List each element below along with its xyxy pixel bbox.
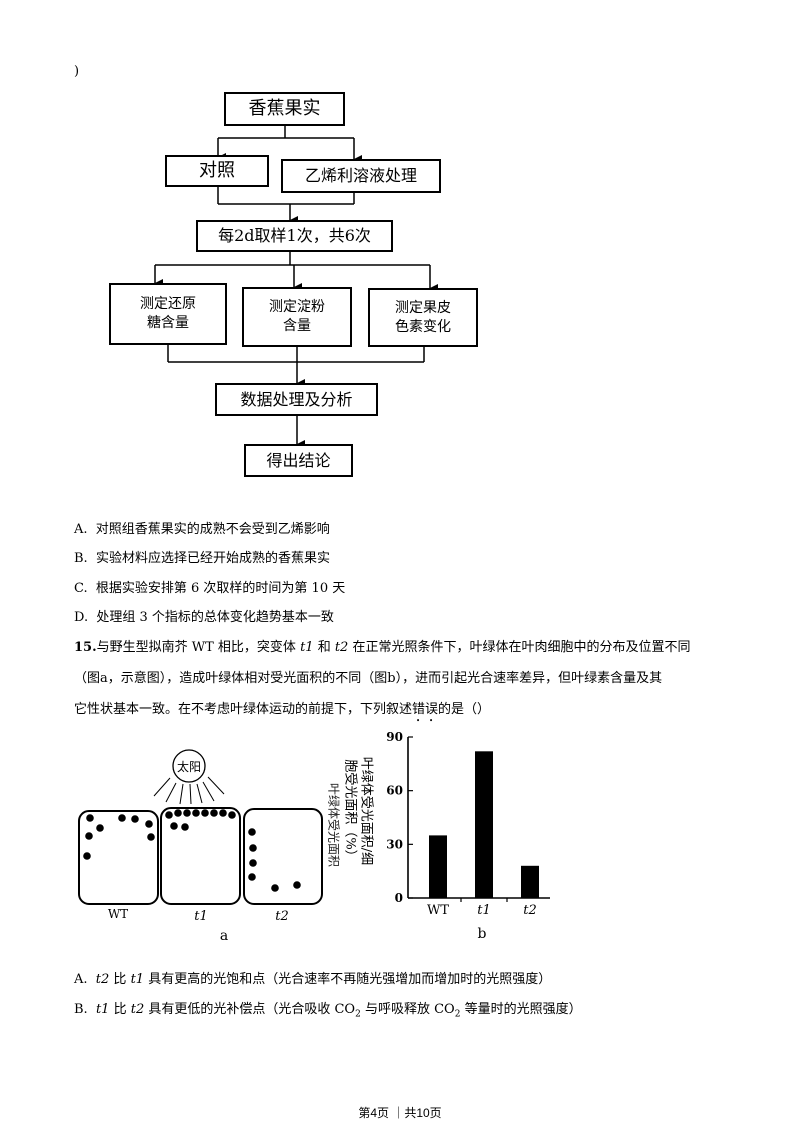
q14-option-a: A. 对照组香蕉果实的成熟不会受到乙烯影响	[74, 522, 330, 537]
figure-a-cells: 太阳 WT t1 t2 a	[78, 749, 323, 944]
label-t1: t1	[194, 909, 208, 924]
header-fragment: )	[74, 64, 80, 79]
label-t2: t2	[275, 909, 289, 924]
chart-y-tick-label: 90	[386, 730, 403, 744]
flow-box-conclusion: 得出结论	[244, 444, 353, 477]
chart-ylabel-line3: 叶绿体受光面积	[326, 782, 341, 867]
flow-box-treatment: 乙烯利溶液处理	[281, 159, 441, 193]
sun-icon	[153, 749, 225, 805]
figure-b-caption: b	[478, 926, 487, 940]
chart-y-tick-label: 30	[386, 837, 403, 851]
q14-option-c: C. 根据实验安排第 6 次取样的时间为第 10 天	[74, 581, 346, 596]
chart-ylabel-line2: 胞受光面积（%）	[342, 759, 358, 863]
figure-a-caption: a	[220, 928, 228, 944]
q14-option-d: D. 处理组 3 个指标的总体变化趋势基本一致	[74, 610, 334, 625]
cell-t2	[243, 808, 323, 905]
chart-bars	[429, 751, 539, 898]
chart-bar	[475, 751, 493, 898]
cell-t1	[160, 807, 241, 905]
chart-bar	[429, 835, 447, 898]
emphasis-word: 错误	[412, 702, 439, 717]
flow-box-banana: 香蕉果实	[224, 92, 345, 126]
flow-box-analysis: 数据处理及分析	[215, 383, 378, 416]
q15-option-a: A. t2 比 t1 具有更高的光饱和点（光合速率不再随光强增加而增加时的光照强…	[74, 972, 552, 987]
chart-category-label: WT	[427, 903, 449, 918]
chart-ticks: 0 30 60 90	[386, 730, 413, 905]
chart-y-tick-label: 0	[395, 891, 403, 905]
chart-b-svg: 0 30 60 90 WT t1 t2 b	[386, 730, 550, 940]
q15-line-2: （图a，示意图），造成叶绿体相对受光面积的不同（图b），进而引起光合速率差异，但…	[74, 671, 663, 686]
flow-box-sampling: 每2d取样1次，共6次	[196, 220, 393, 252]
q15-option-b: B. t1 比 t2 具有更低的光补偿点（光合吸收 CO2 与呼吸释放 CO2 …	[74, 1002, 582, 1020]
flow-box-starch: 测定淀粉含量	[242, 287, 352, 347]
flow-box-reducing-sugar: 测定还原糖含量	[109, 283, 227, 345]
chloroplasts-t1	[165, 809, 236, 831]
chart-y-tick-label: 60	[386, 784, 403, 798]
chart-category-label: t2	[523, 903, 537, 918]
chloroplasts-wt	[83, 814, 155, 860]
cell-wt	[78, 810, 159, 905]
flow-box-peel-pigment: 测定果皮色素变化	[368, 288, 478, 347]
flow-box-control: 对照	[165, 155, 269, 187]
flowchart-connectors	[153, 125, 438, 450]
chloroplasts-t2	[248, 828, 301, 892]
q15-line-3: 它性状基本一致。在不考虑叶绿体运动的前提下，下列叙述错误的是（）	[74, 702, 491, 717]
sun-label: 太阳	[177, 759, 201, 774]
chart-category-labels: WT t1 t2	[427, 898, 537, 918]
label-wt: WT	[108, 907, 128, 921]
page-footer: 第4页 ｜共10页	[358, 1106, 442, 1120]
q14-option-b: B. 实验材料应选择已经开始成熟的香蕉果实	[74, 551, 330, 566]
q15-line-1: 15.与野生型拟南芥 WT 相比，突变体 t1 和 t2 在正常光照条件下，叶绿…	[74, 640, 691, 655]
chart-category-label: t1	[477, 903, 491, 918]
chart-bar	[521, 865, 539, 898]
